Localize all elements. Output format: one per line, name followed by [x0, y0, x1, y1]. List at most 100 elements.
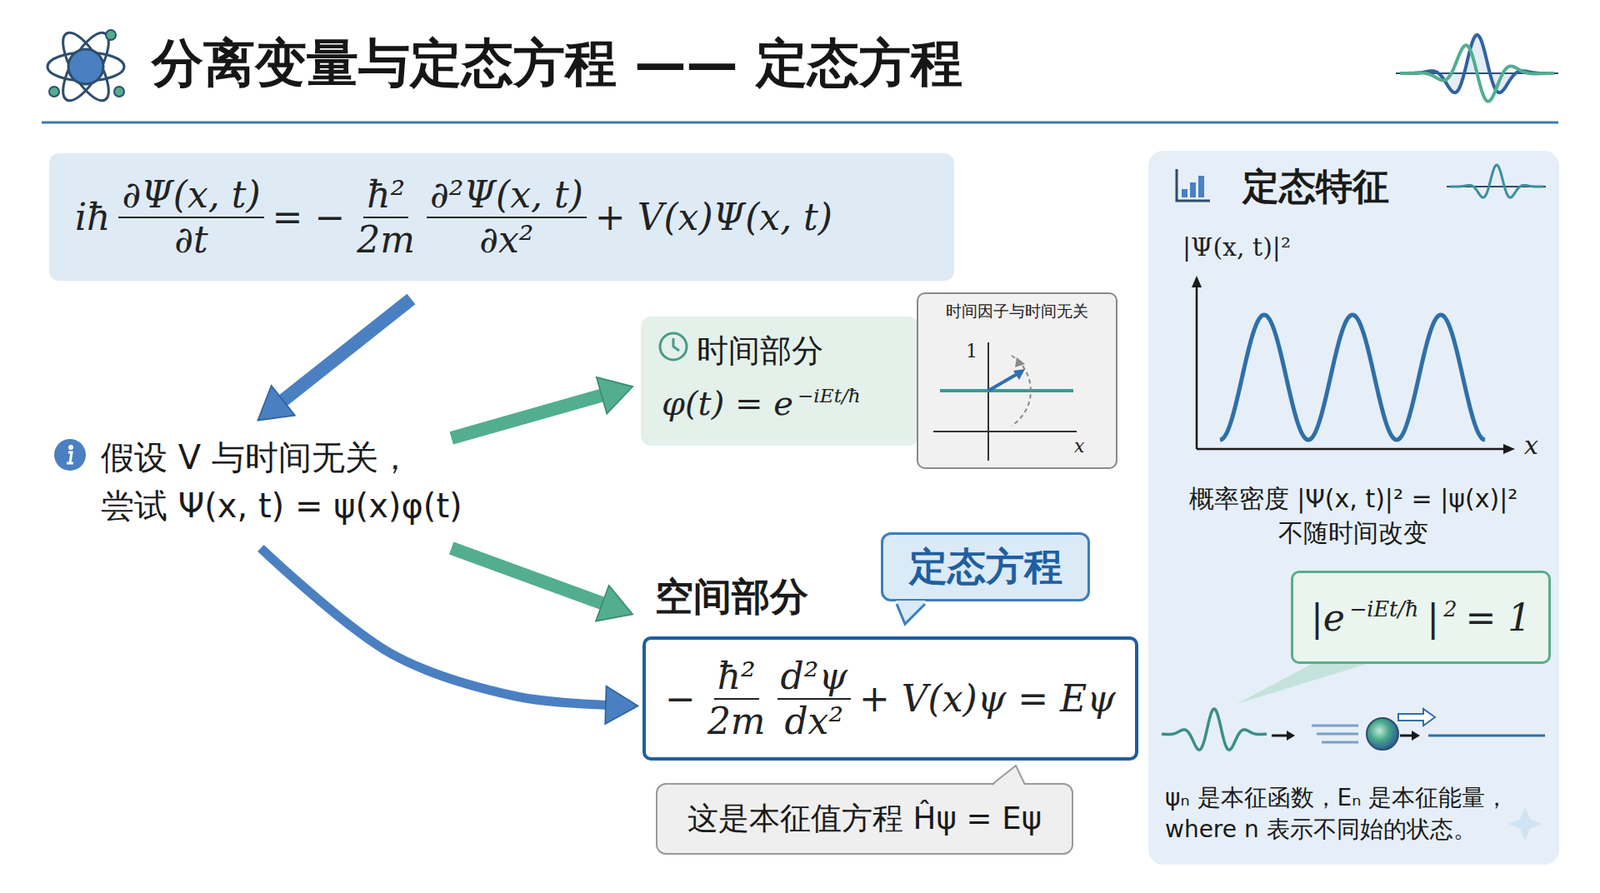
label-text: 概率密度 |Ψ(x, t)|² = |ψ(x)|² 不随时间改变 — [1189, 484, 1519, 548]
callout-wedge — [1236, 664, 1367, 705]
text-row: 假设 V 与时间无关， — [96, 433, 467, 482]
text-row: 定态特征 — [1238, 162, 1394, 212]
info-dot — [68, 445, 74, 450]
text-group: 定态方程 — [905, 541, 1067, 594]
x-axis — [933, 430, 1077, 433]
text-group: 概率密度 |Ψ(x, t)|² = |ψ(x)|² 不随时间改变 — [1186, 482, 1520, 550]
note-callout: 这是本征值方程 Ĥψ = Eψ — [655, 783, 1074, 855]
text-group: ψₙ 是本征函数，Eₙ 是本征能量， where n 表示不同始的状态。 — [1165, 782, 1550, 846]
text-group: |e−iEt/ħ|2= 1 — [1306, 596, 1535, 640]
phase-vector — [988, 372, 1020, 391]
text-row: 时间因子与时间无关 — [918, 300, 1116, 323]
constant-line — [940, 389, 1074, 393]
y-axis — [1195, 284, 1199, 450]
superscript: −iEt/ħ — [797, 384, 861, 407]
text-row: φ(t) = e−iEt/ħ — [657, 384, 902, 423]
denominator: ∂x² — [475, 218, 537, 262]
text-group: 1 — [961, 340, 982, 362]
speed-line — [1316, 733, 1359, 736]
text-group: 这是本征值方程 Ĥψ = Eψ — [683, 798, 1046, 840]
text-group: 时间部分 — [657, 330, 902, 373]
info-stem — [66, 452, 74, 464]
particle-head — [1411, 730, 1420, 741]
text-group: x — [1070, 435, 1089, 457]
atom-icon — [47, 26, 125, 108]
electron — [49, 86, 60, 97]
clock-hands — [673, 338, 680, 351]
info-disc — [54, 439, 86, 471]
particle — [1366, 718, 1399, 750]
text-group: 定态特征 — [1238, 162, 1394, 212]
tail-fill — [895, 600, 926, 625]
equation-box: iħ∂Ψ(x, t)∂t= −ħ²2m∂²Ψ(x, t)∂x²+ V(x)Ψ(x… — [49, 153, 955, 281]
label-text: 空间部分 — [655, 571, 809, 624]
move-head — [1286, 730, 1295, 741]
label-text: 这是本征值方程 Ĥψ = Eψ — [687, 798, 1042, 840]
text-row: |e−iEt/ħ|2= 1 — [1306, 596, 1535, 640]
label-text: + V(x)ψ = Eψ — [859, 677, 1116, 720]
flow-arrow — [260, 548, 608, 705]
text-row: 定态方程 — [905, 541, 1067, 594]
assumption-note: 假设 V 与时间无关，尝试 Ψ(x, t) = ψ(x)φ(t) — [50, 430, 472, 534]
label-text: φ(t) = e — [661, 384, 794, 423]
label-text: − — [665, 677, 696, 720]
chart-bar — [1198, 175, 1205, 198]
electron — [114, 86, 125, 97]
numerator: ħ² — [714, 655, 760, 700]
label-text: 1 — [965, 340, 978, 362]
text-row: 这是本征值方程 Ĥψ = Eψ — [683, 798, 1046, 840]
arc-head — [1015, 357, 1025, 368]
chart-bar — [1190, 182, 1196, 198]
unit-modulus-box: |e−iEt/ħ|2= 1 — [1290, 570, 1551, 665]
text-row: 尝试 Ψ(x, t) = ψ(x)φ(t) — [96, 481, 467, 530]
label-text: 定态方程 — [909, 541, 1063, 594]
x-axis — [1196, 448, 1507, 451]
info-icon — [51, 436, 89, 474]
callout-bubble: 定态方程 — [880, 532, 1090, 602]
speed-line — [1321, 741, 1359, 745]
text-row: ψₙ 是本征函数，Eₙ 是本征能量， where n 表示不同始的状态。 — [1165, 782, 1550, 846]
numerator: ∂²Ψ(x, t) — [426, 173, 587, 219]
text-row: iħ∂Ψ(x, t)∂t= −ħ²2m∂²Ψ(x, t)∂x²+ V(x)Ψ(x… — [70, 173, 837, 262]
label-text: 时间部分 — [696, 330, 824, 373]
superscript: −iEt/ħ — [1349, 596, 1419, 622]
wave-icon-fill — [1400, 35, 1555, 93]
flow-arrow — [451, 395, 605, 439]
denominator: 2m — [704, 700, 770, 744]
inset-plot-box: 时间因子与时间无关 1 x — [916, 292, 1118, 470]
phase-head — [1013, 369, 1025, 380]
text-row: 时间部分 — [692, 330, 902, 373]
flow-arrow — [281, 299, 411, 402]
text-row: 概率密度 |Ψ(x, t)|² = |ψ(x)|² 不随时间改变 — [1186, 482, 1520, 550]
title-rule — [41, 121, 1559, 125]
text-row: |Ψ(x, t)|² — [1178, 232, 1295, 262]
label-text: x — [1524, 430, 1539, 460]
tail-edge — [896, 604, 925, 625]
numerator: ∂Ψ(x, t) — [118, 173, 264, 219]
phase-arc — [1011, 355, 1031, 426]
fraction: ∂Ψ(x, t)∂t — [118, 173, 264, 262]
slide-title: 分离变量与定态方程 —— 定态方程 — [151, 32, 963, 94]
label-text: 时间因子与时间无关 — [945, 300, 1089, 323]
label-text: 定态特征 — [1242, 162, 1390, 212]
numerator: ħ² — [363, 173, 409, 219]
text-row: 1 — [961, 340, 982, 362]
text-group: φ(t) = e−iEt/ħ — [657, 384, 902, 423]
fraction: ∂²Ψ(x, t)∂x² — [426, 173, 587, 262]
particle-arrow — [1400, 735, 1414, 738]
track-line — [1428, 735, 1545, 738]
y-axis — [987, 342, 990, 461]
superscript: 2 — [1443, 596, 1457, 622]
label-text: + V(x)Ψ(x, t) — [595, 195, 833, 239]
callout-tail — [990, 765, 1028, 790]
text-group: 时间因子与时间无关 — [918, 300, 1116, 323]
x-axis-head — [1503, 444, 1515, 455]
speed-line — [1311, 725, 1359, 728]
density-curve — [1220, 315, 1485, 440]
callout-tail — [895, 600, 929, 628]
title-holder: 分离变量与定态方程 —— 定态方程 — [151, 28, 963, 99]
text-group: |Ψ(x, t)|² — [1178, 232, 1295, 262]
denominator: dx² — [780, 700, 847, 744]
denominator: 2m — [353, 218, 419, 262]
